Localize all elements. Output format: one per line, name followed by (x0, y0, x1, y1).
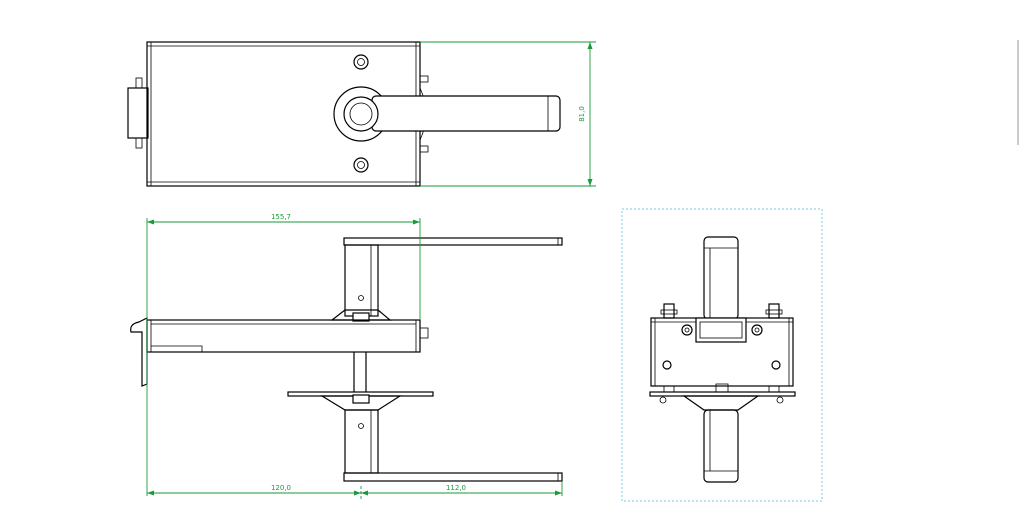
neck-upper (344, 244, 379, 317)
side-view-frame (621, 208, 823, 502)
side-lever-upper (703, 236, 739, 320)
lever-top (371, 95, 561, 132)
side-lever-lower (703, 409, 739, 483)
lever-lower (343, 472, 563, 482)
strike-plate (130, 317, 148, 387)
latch-bolt (127, 87, 149, 139)
side-view (621, 208, 823, 502)
dim-bottom (147, 481, 563, 500)
dim-height (420, 41, 596, 187)
lock-body-front (146, 319, 421, 353)
front-view (130, 218, 563, 500)
dim-text-left: 120,0 (271, 484, 291, 492)
dim-text-height: 81,0 (578, 106, 586, 122)
screw-bottom (353, 157, 369, 173)
dim-width (146, 218, 421, 496)
screw-top (353, 54, 369, 70)
dim-text-width: 155,7 (271, 213, 291, 221)
lever-upper (343, 237, 563, 246)
neck-lower (344, 409, 379, 474)
top-view (127, 41, 596, 187)
dim-text-right: 112,0 (446, 484, 466, 492)
